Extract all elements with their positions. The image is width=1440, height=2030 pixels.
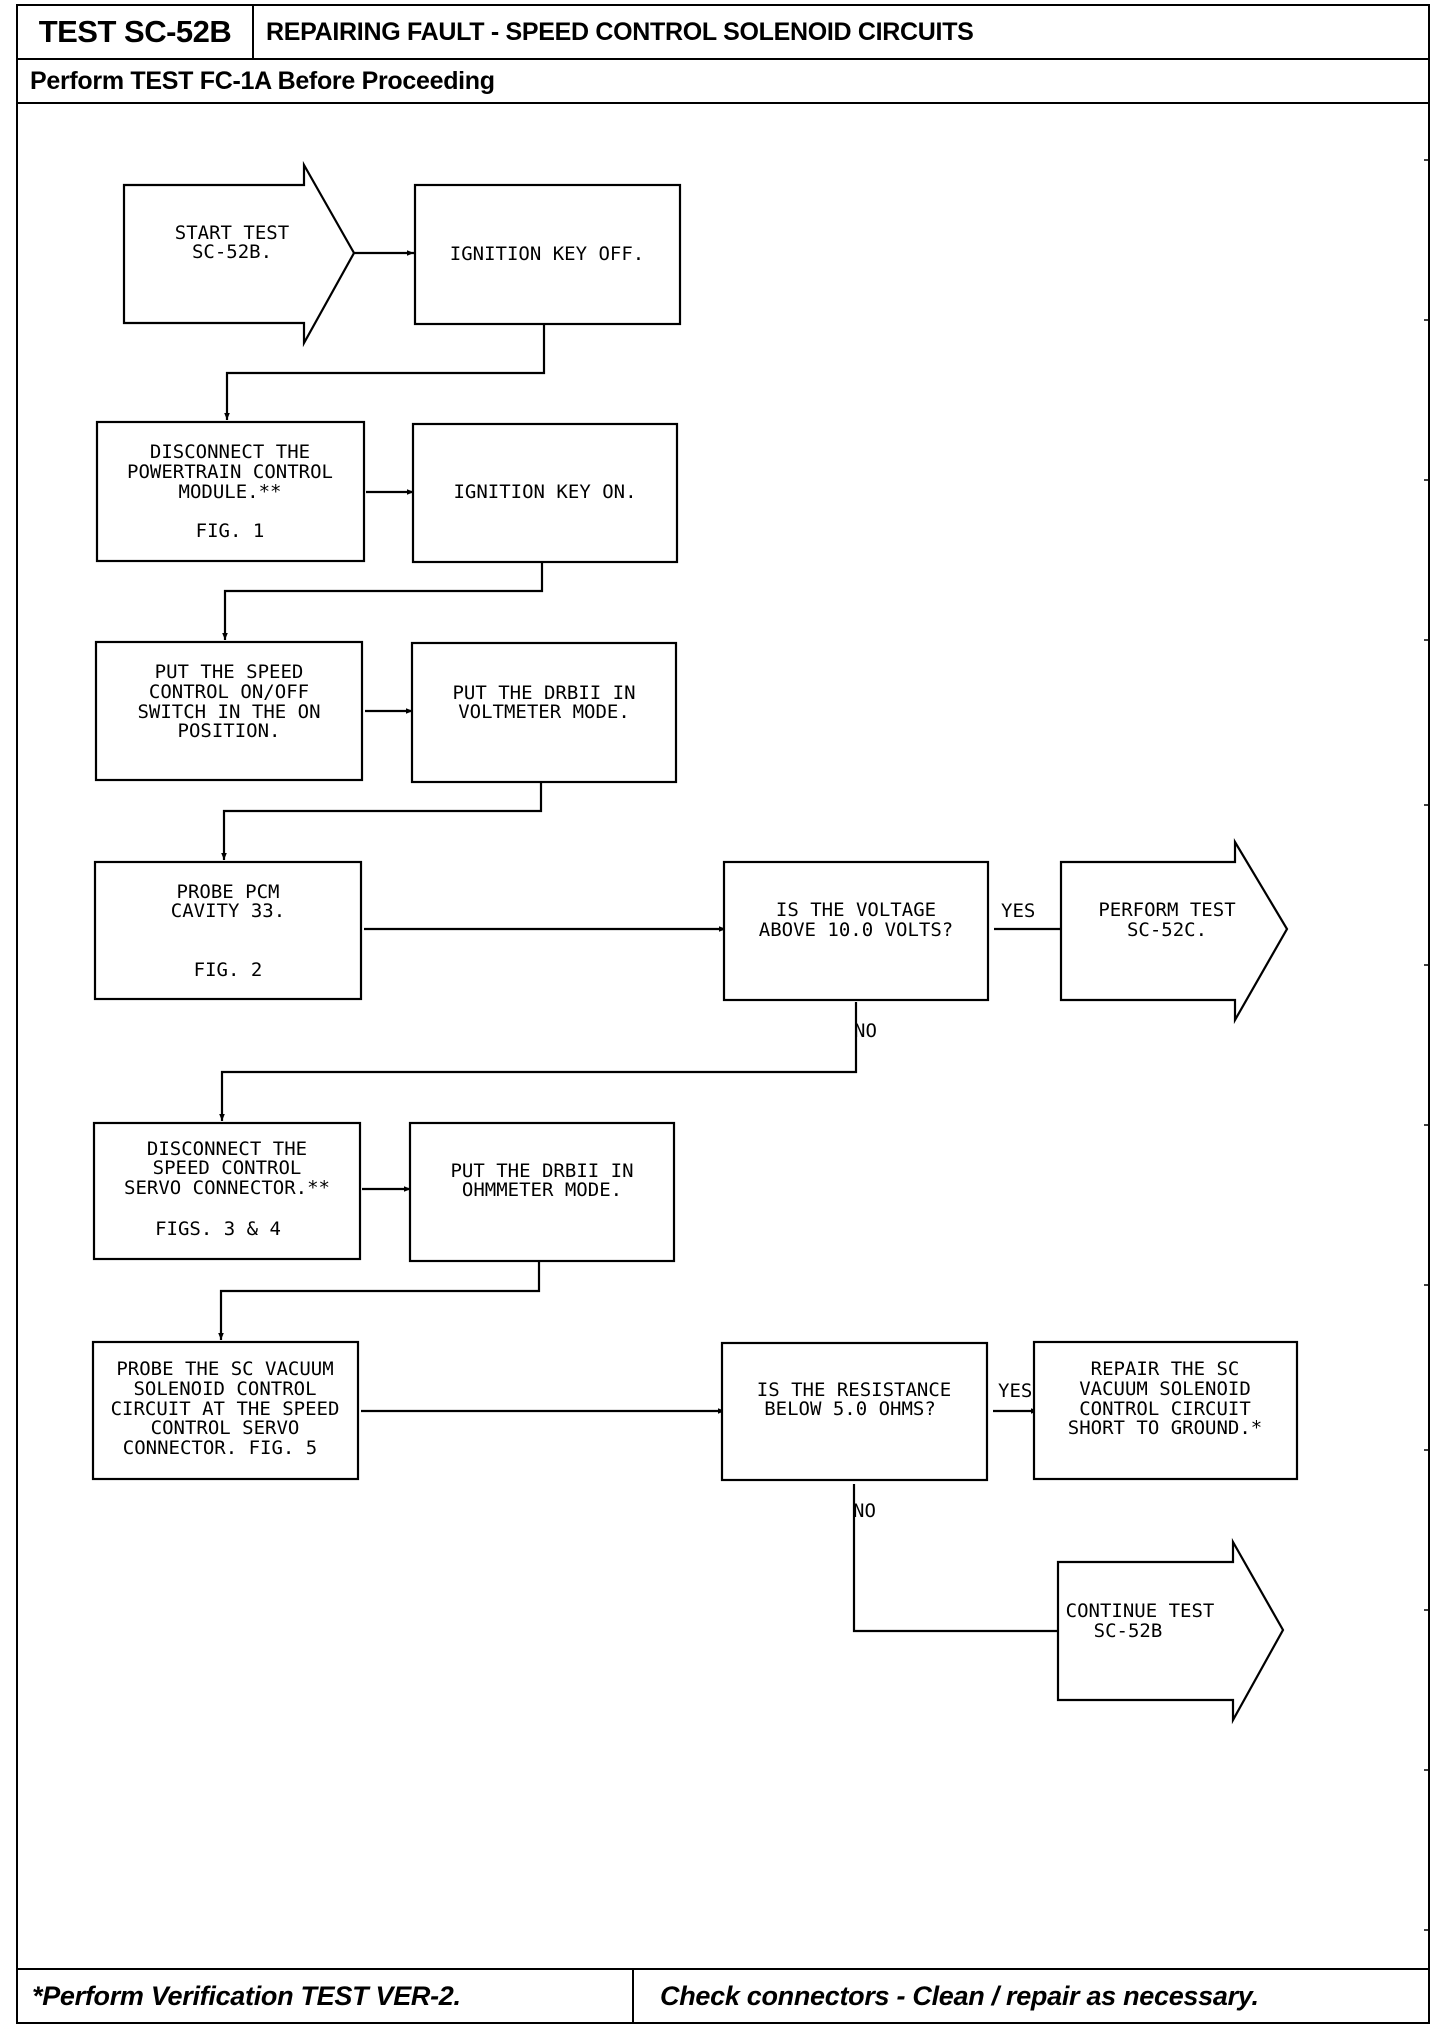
prerequisite-bar: Perform TEST FC-1A Before Proceeding	[18, 60, 1428, 104]
header-bar: TEST SC-52B REPAIRING FAULT - SPEED CONT…	[18, 6, 1428, 60]
start-node: START TEST SC-52B.	[122, 160, 356, 348]
voltage-question-line-1: IS THE VOLTAGE	[776, 899, 936, 921]
probe-pcm-line-1: PROBE PCM	[177, 881, 280, 903]
arrow-ignition-on-to-speed-switch	[222, 562, 544, 640]
disconnect-servo-fig: FIGS. 3 & 4	[155, 1218, 281, 1240]
disconnect-pcm-line-2: POWERTRAIN CONTROL	[127, 461, 333, 483]
probe-servo-line-4: CONTROL SERVO	[151, 1417, 300, 1439]
start-label-line-1: START TEST	[175, 222, 289, 244]
probe-servo-line-5: CONNECTOR. FIG. 5	[123, 1437, 317, 1459]
arrow-voltmeter-to-probe-pcm	[221, 782, 543, 860]
start-label-line-2: SC-52B.	[192, 241, 272, 263]
probe-servo-line-2: SOLENOID CONTROL	[133, 1378, 316, 1400]
perform-sc52c-line-2: SC-52C.	[1127, 919, 1207, 941]
repair-line-4: SHORT TO GROUND.*	[1068, 1417, 1262, 1439]
voltage-yes-label: YES	[1001, 900, 1035, 922]
ignition-on-label: IGNITION KEY ON.	[453, 481, 636, 503]
speed-switch-line-2: CONTROL ON/OFF	[149, 681, 309, 703]
prerequisite-note: Perform TEST FC-1A Before Proceeding	[30, 66, 495, 95]
disconnect-servo-line-1: DISCONNECT THE	[147, 1138, 307, 1160]
step-disconnect-pcm: DISCONNECT THE POWERTRAIN CONTROL MODULE…	[95, 420, 366, 563]
probe-pcm-fig: FIG. 2	[194, 959, 263, 981]
test-id: TEST SC-52B	[18, 6, 254, 58]
resistance-yes-label: YES	[998, 1380, 1032, 1402]
ignition-off-label: IGNITION KEY OFF.	[450, 243, 644, 265]
continue-line-2: SC-52B	[1094, 1620, 1163, 1642]
footer-note-connectors: Check connectors - Clean / repair as nec…	[660, 1980, 1259, 2011]
step-voltmeter-mode: PUT THE DRBII IN VOLTMETER MODE.	[410, 641, 678, 784]
voltage-no-label: NO	[854, 1020, 877, 1042]
perform-sc52c-line-1: PERFORM TEST	[1098, 899, 1235, 921]
step-disconnect-servo: DISCONNECT THE SPEED CONTROL SERVO CONNE…	[92, 1121, 362, 1261]
test-page: TEST SC-52B REPAIRING FAULT - SPEED CONT…	[16, 4, 1430, 2024]
disconnect-pcm-line-1: DISCONNECT THE	[150, 441, 310, 463]
step-probe-servo: PROBE THE SC VACUUM SOLENOID CONTROL CIR…	[91, 1340, 360, 1481]
disconnect-pcm-line-3: MODULE.**	[179, 481, 282, 503]
decision-resistance: IS THE RESISTANCE BELOW 5.0 OHMS? YES NO	[720, 1341, 1032, 1522]
continue-line-1: CONTINUE TEST	[1066, 1600, 1215, 1622]
resistance-question-line-1: IS THE RESISTANCE	[757, 1379, 951, 1401]
ohmmeter-line-2: OHMMETER MODE.	[462, 1179, 622, 1201]
footer-bar: *Perform Verification TEST VER-2. Check …	[18, 1968, 1428, 2022]
arrow-voltage-no	[219, 1002, 858, 1121]
speed-switch-line-3: SWITCH IN THE ON	[137, 701, 320, 723]
step-ignition-on: IGNITION KEY ON.	[411, 422, 679, 564]
speed-switch-line-1: PUT THE SPEED	[155, 661, 304, 683]
end-repair-short: REPAIR THE SC VACUUM SOLENOID CONTROL CI…	[1032, 1340, 1299, 1481]
resistance-question-line-2: BELOW 5.0 OHMS?	[764, 1398, 936, 1420]
step-probe-pcm: PROBE PCM CAVITY 33. FIG. 2	[93, 860, 363, 1001]
connectors	[218, 250, 1067, 1634]
probe-servo-line-3: CIRCUIT AT THE SPEED	[111, 1398, 340, 1420]
voltmeter-line-2: VOLTMETER MODE.	[458, 701, 630, 723]
repair-line-3: CONTROL CIRCUIT	[1079, 1398, 1251, 1420]
disconnect-pcm-fig: FIG. 1	[196, 520, 265, 542]
step-ohmmeter-mode: PUT THE DRBII IN OHMMETER MODE.	[408, 1121, 676, 1263]
footer-note-verification: *Perform Verification TEST VER-2.	[18, 1970, 634, 2022]
arrow-ignition-off-to-disconnect-pcm	[224, 324, 546, 420]
probe-pcm-line-2: CAVITY 33.	[171, 900, 285, 922]
voltage-question-line-2: ABOVE 10.0 VOLTS?	[759, 919, 953, 941]
step-speed-switch: PUT THE SPEED CONTROL ON/OFF SWITCH IN T…	[94, 640, 364, 782]
step-ignition-off: IGNITION KEY OFF.	[413, 183, 682, 326]
disconnect-servo-line-2: SPEED CONTROL	[153, 1157, 302, 1179]
voltmeter-line-1: PUT THE DRBII IN	[452, 682, 635, 704]
end-continue-sc52b: CONTINUE TEST SC-52B	[1056, 1537, 1285, 1725]
disconnect-servo-line-3: SERVO CONNECTOR.**	[124, 1177, 330, 1199]
resistance-no-label: NO	[853, 1500, 876, 1522]
margin-ticks	[1424, 159, 1430, 1931]
decision-voltage: IS THE VOLTAGE ABOVE 10.0 VOLTS? YES NO	[722, 860, 1035, 1042]
repair-line-2: VACUUM SOLENOID	[1079, 1378, 1251, 1400]
repair-line-1: REPAIR THE SC	[1091, 1358, 1240, 1380]
speed-switch-line-4: POSITION.	[178, 720, 281, 742]
page-title: REPAIRING FAULT - SPEED CONTROL SOLENOID…	[266, 17, 974, 46]
arrow-ohmmeter-to-probe-servo	[218, 1261, 541, 1340]
probe-servo-line-1: PROBE THE SC VACUUM	[116, 1358, 333, 1380]
end-perform-sc52c: PERFORM TEST SC-52C.	[1059, 838, 1289, 1025]
ohmmeter-line-1: PUT THE DRBII IN	[450, 1160, 633, 1182]
arrow-resistance-no	[852, 1484, 1067, 1634]
